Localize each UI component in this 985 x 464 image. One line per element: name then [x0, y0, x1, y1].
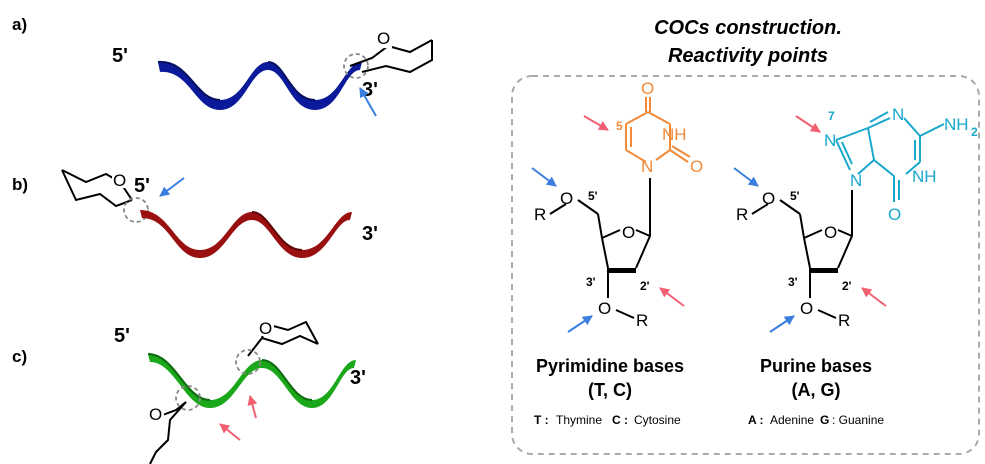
panel-a: a) 5' O 3': [12, 15, 433, 117]
red-arrow-pur-2: [861, 287, 887, 307]
purine-caption-sub: (A, G): [792, 380, 841, 400]
legend-T-key: T :: [534, 413, 549, 427]
panel-c-5prime: 5': [114, 325, 130, 347]
pyrimidine-R3: R: [636, 311, 648, 330]
purine-ring-O: O: [824, 223, 837, 242]
pyrimidine-3prime: 3': [586, 275, 596, 289]
blue-arrow-pyr-3: [567, 315, 593, 333]
linkage-circle-c-top: [235, 349, 261, 375]
purine-NH2: NH: [944, 115, 969, 134]
panel-a-label: a): [12, 15, 27, 34]
legend-T-name: Thymine: [556, 413, 602, 427]
purine-O5: O: [762, 189, 775, 208]
purine-O3: O: [800, 299, 813, 318]
purine-N3: N: [892, 105, 904, 124]
purine-NH: NH: [912, 167, 937, 186]
title-line-2: Reactivity points: [668, 45, 828, 67]
purine-rings: [835, 111, 945, 202]
panel-b: b) O 5' 3': [12, 169, 378, 258]
pyrimidine-O-right: O: [690, 157, 703, 176]
reactivity-box: [511, 75, 980, 455]
legend-A-name: Adenine: [770, 413, 814, 427]
pyrimidine-bold-bond: [608, 268, 636, 273]
red-arrow-c-2: [247, 395, 258, 419]
blue-arrow-b: [159, 177, 185, 197]
legend-C-key: C :: [612, 413, 628, 427]
panel-c-3prime: 3': [350, 367, 366, 389]
title-line-1: COCs construction.: [654, 17, 842, 39]
pyrimidine-caption-sub: (T, C): [588, 380, 632, 400]
legend-C-name: Cytosine: [634, 413, 681, 427]
purine-5prime: 5': [790, 189, 800, 203]
red-arrow-n7: [795, 115, 821, 133]
purine-R5: R: [736, 205, 748, 224]
blue-strand: [158, 61, 362, 110]
legend-A-key: A :: [748, 413, 764, 427]
purine-N7: N: [824, 131, 836, 150]
green-strand: [148, 354, 356, 408]
pyrimidine-NH: NH: [662, 125, 687, 144]
blue-arrow-pur-5: [733, 167, 759, 187]
purine-N9: N: [850, 171, 862, 190]
purine-O6: O: [888, 205, 901, 224]
legend-G-key: G: [820, 413, 829, 427]
pyrimidine-ring-O: O: [622, 223, 635, 242]
pyrimidine-R5: R: [534, 205, 546, 224]
legend-G-name: : Guanine: [832, 413, 884, 427]
panel-c: c) 5' 3' O O: [12, 318, 366, 464]
linkage-circle-c-bottom: [175, 385, 201, 411]
pyrimidine-5prime: 5': [588, 189, 598, 203]
purine-nucleoside: 7 N N N NH O NH 2 O O R 5' 3' 2' O R: [733, 105, 978, 427]
red-arrow-pyr-2: [659, 287, 685, 307]
purine-caption: Purine bases: [760, 356, 872, 376]
panel-b-3prime: 3': [362, 223, 378, 245]
pyrimidine-O-top: O: [641, 79, 654, 98]
red-arrow-c-1: [219, 423, 241, 441]
linkage-circle-a: [343, 53, 369, 79]
purine-3prime: 3': [788, 275, 798, 289]
purine-R3: R: [838, 311, 850, 330]
ring-oxygen-a: O: [377, 29, 390, 48]
pyrimidine-2prime: 2': [640, 279, 650, 293]
pyrimidine-O3: O: [598, 299, 611, 318]
pyrimidine-O5: O: [560, 189, 573, 208]
pyrimidine-position-5: 5: [616, 119, 623, 133]
panel-b-label: b): [12, 175, 28, 194]
ring-oxygen-c-top: O: [259, 319, 272, 338]
pyrimidine-nucleoside: O NH N O 5 O O R 5' 3' 2' O R Pyrimi: [531, 79, 703, 427]
purine-2prime: 2': [842, 279, 852, 293]
panel-c-label: c): [12, 347, 27, 366]
pyrimidine-caption: Pyrimidine bases: [536, 356, 684, 376]
red-strand: [140, 210, 352, 258]
red-arrow-c5: [583, 115, 609, 131]
blue-arrow-pur-3: [769, 315, 795, 333]
purine-bold-bond: [810, 268, 838, 273]
panel-b-5prime: 5': [134, 175, 150, 197]
ring-oxygen-b: O: [113, 171, 126, 190]
purine-subscript-2: 2: [971, 125, 978, 139]
sugar-ring-c-bottom: [149, 401, 187, 464]
panel-a-3prime: 3': [362, 79, 378, 101]
pyrimidine-ring: [625, 97, 691, 163]
purine-position-7: 7: [828, 109, 835, 123]
pyrimidine-N1: N: [641, 157, 653, 176]
ring-oxygen-c-bottom: O: [149, 405, 162, 424]
blue-arrow-a: [359, 87, 377, 117]
linkage-circle-b: [123, 197, 149, 223]
panel-a-5prime: 5': [112, 45, 128, 67]
blue-arrow-pyr-5: [531, 167, 557, 187]
